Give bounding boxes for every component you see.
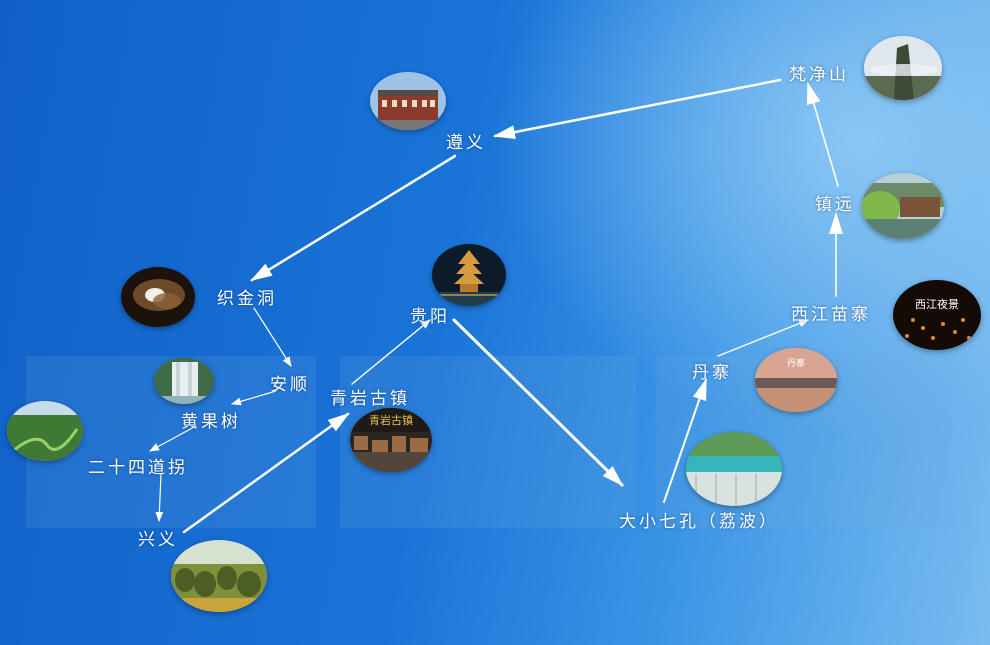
arrow-guiyang-to-libo	[452, 318, 624, 487]
label-huangguoshu: 黄果树	[181, 412, 241, 432]
ershisidaoguai-photo	[7, 401, 83, 461]
zhenyuan-photo	[862, 173, 944, 239]
arrow-zunyi-to-zhijindong	[250, 154, 457, 282]
danzhai-photo-caption: 丹寨	[787, 357, 805, 369]
xingyi-photo	[171, 540, 267, 612]
libo-photo	[686, 432, 782, 506]
arrow-libo-to-danzhai	[663, 378, 707, 503]
label-zhenyuan: 镇远	[815, 195, 855, 215]
label-libo: 大小七孔（荔波）	[619, 512, 779, 532]
arrow-qingyan-to-guiyang	[351, 319, 431, 385]
fanjingshan-photo	[864, 36, 942, 100]
xijiang-photo-caption: 西江夜景	[915, 297, 959, 311]
label-guiyang: 贵阳	[410, 307, 450, 327]
arrow-zhijindong-to-anshun	[253, 307, 292, 367]
label-xingyi: 兴义	[138, 530, 178, 550]
label-anshun: 安顺	[270, 375, 310, 395]
qingyan-photo-caption: 青岩古镇	[369, 413, 413, 427]
arrow-danzhai-to-xijiang	[717, 319, 809, 357]
label-zhijindong: 织金洞	[217, 289, 277, 309]
label-qingyan: 青岩古镇	[330, 389, 410, 409]
arrow-anshun-to-huangguoshu	[231, 390, 277, 406]
huangguoshu-photo	[154, 358, 214, 404]
label-ershisidaoguai: 二十四道拐	[88, 458, 188, 478]
arrow-ershisidaoguai-to-xingyi	[155, 473, 164, 522]
arrow-zhenyuan-to-fanjingshan	[806, 82, 839, 187]
arrow-xingyi-to-qingyan	[182, 412, 350, 534]
zunyi-photo	[370, 72, 446, 130]
arrow-fanjingshan-to-zunyi	[493, 78, 782, 140]
xijiang-photo: 西江夜景	[893, 280, 981, 350]
label-danzhai: 丹寨	[692, 363, 732, 383]
label-zunyi: 遵义	[446, 133, 486, 153]
danzhai-photo: 丹寨	[755, 348, 837, 412]
label-xijiang: 西江苗寨	[791, 305, 871, 325]
label-fanjingshan: 梵净山	[789, 65, 849, 85]
qingyan-photo: 青岩古镇	[350, 408, 432, 472]
arrow-huangguoshu-to-ershisidaoguai	[149, 425, 197, 452]
guiyang-photo	[432, 244, 506, 306]
zhijindong-photo	[121, 267, 195, 327]
